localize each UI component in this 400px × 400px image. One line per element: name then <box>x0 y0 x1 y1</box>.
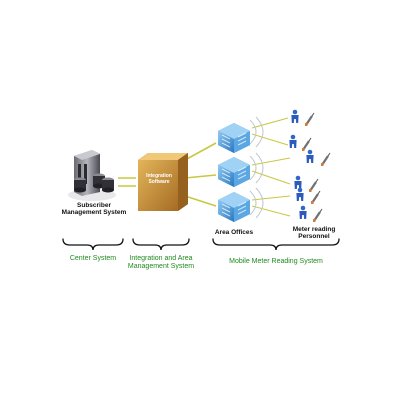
integration-box-label: Integration Software <box>146 173 172 185</box>
handheld-reader-icon <box>303 111 316 128</box>
brace-integration <box>132 238 190 251</box>
person-icon <box>289 134 297 148</box>
connector-box-office-2 <box>184 174 217 179</box>
handheld-reader-icon <box>300 136 313 153</box>
person-icon <box>299 205 307 219</box>
area-offices-label: Area Offices <box>214 229 254 236</box>
mobile-system-label: Mobile Meter Reading System <box>229 258 323 265</box>
meter-personnel-label: Meter reading Personnel <box>292 226 336 241</box>
handheld-reader-icon <box>307 177 320 194</box>
wireless-arcs <box>249 116 264 219</box>
person-icon <box>294 175 302 189</box>
brace-mobile-system <box>212 238 340 251</box>
handheld-reader-icon <box>309 189 322 206</box>
building-icon <box>217 156 251 188</box>
building-icon <box>217 122 251 154</box>
connector-box-office-1 <box>184 142 217 161</box>
brace-center-system <box>62 238 124 251</box>
connector-office-personnel-1 <box>251 117 289 129</box>
person-icon <box>291 109 299 123</box>
group-braces <box>62 238 340 251</box>
handheld-reader-icon <box>311 207 324 224</box>
connector-office-personnel-5 <box>251 195 291 201</box>
integration-system-label: Integration and Area Management System <box>127 255 195 271</box>
integration-box-icon <box>138 153 188 211</box>
person-icon <box>306 149 314 163</box>
subscriber-system-label: Subscriber Management System <box>61 202 127 217</box>
person-icon <box>296 187 304 201</box>
connector-box-office-3 <box>184 195 217 207</box>
connector-lines <box>118 117 291 217</box>
center-system-label: Center System <box>69 255 117 262</box>
server-icon <box>68 150 116 201</box>
building-icon <box>217 191 251 223</box>
connector-office-personnel-3 <box>251 157 291 166</box>
connector-office-personnel-2 <box>251 133 289 146</box>
handheld-reader-icon <box>319 151 332 168</box>
connector-office-personnel-4 <box>251 170 291 185</box>
connector-office-personnel-6 <box>251 205 291 217</box>
